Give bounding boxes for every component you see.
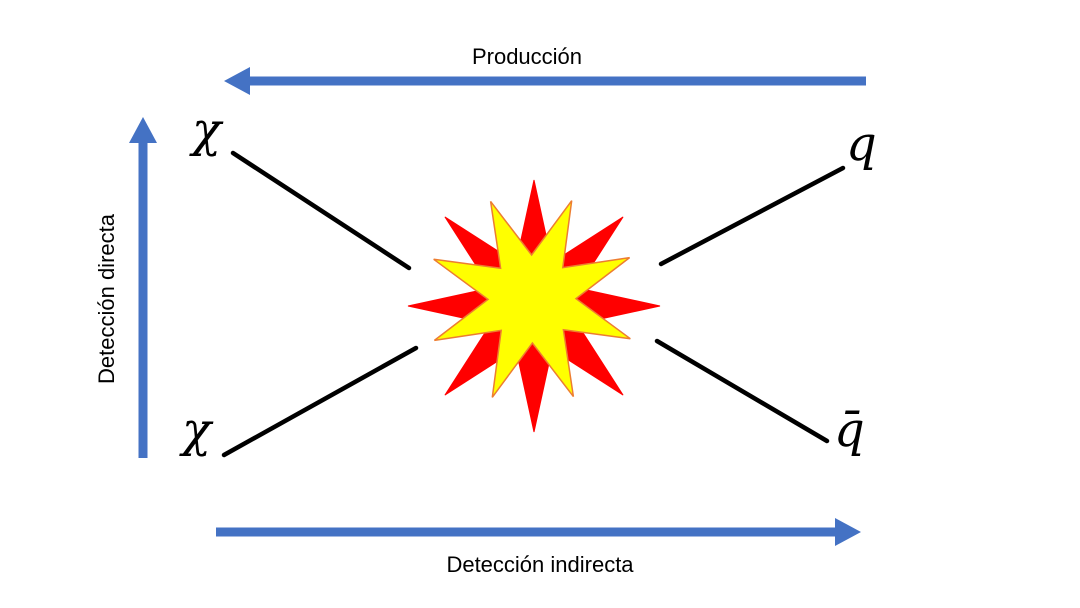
- chi-bottom-line: [221, 345, 419, 458]
- antiquark-bottom-line: [654, 338, 830, 444]
- chi-top-label: χ: [192, 102, 222, 158]
- chi-bottom-label: χ: [182, 402, 212, 458]
- indirect-detection-label: Detección indirecta: [446, 552, 634, 577]
- indirect-detection-arrow: [216, 518, 861, 546]
- quark-label: q: [846, 116, 877, 172]
- direct-detection-label: Detección directa: [93, 214, 119, 384]
- production-arrow-head: [224, 67, 250, 95]
- quark-top-line: [658, 165, 846, 267]
- direct-detection-arrow-head: [129, 117, 157, 143]
- production-arrow: [224, 67, 866, 95]
- production-label: Producción: [471, 44, 583, 69]
- indirect-detection-arrow-head: [835, 518, 861, 546]
- direct-detection-arrow: [129, 117, 157, 458]
- starburst-yellow-star: [433, 200, 631, 398]
- antiquark-label: q̄: [834, 402, 865, 458]
- chi-top-line: [230, 150, 412, 271]
